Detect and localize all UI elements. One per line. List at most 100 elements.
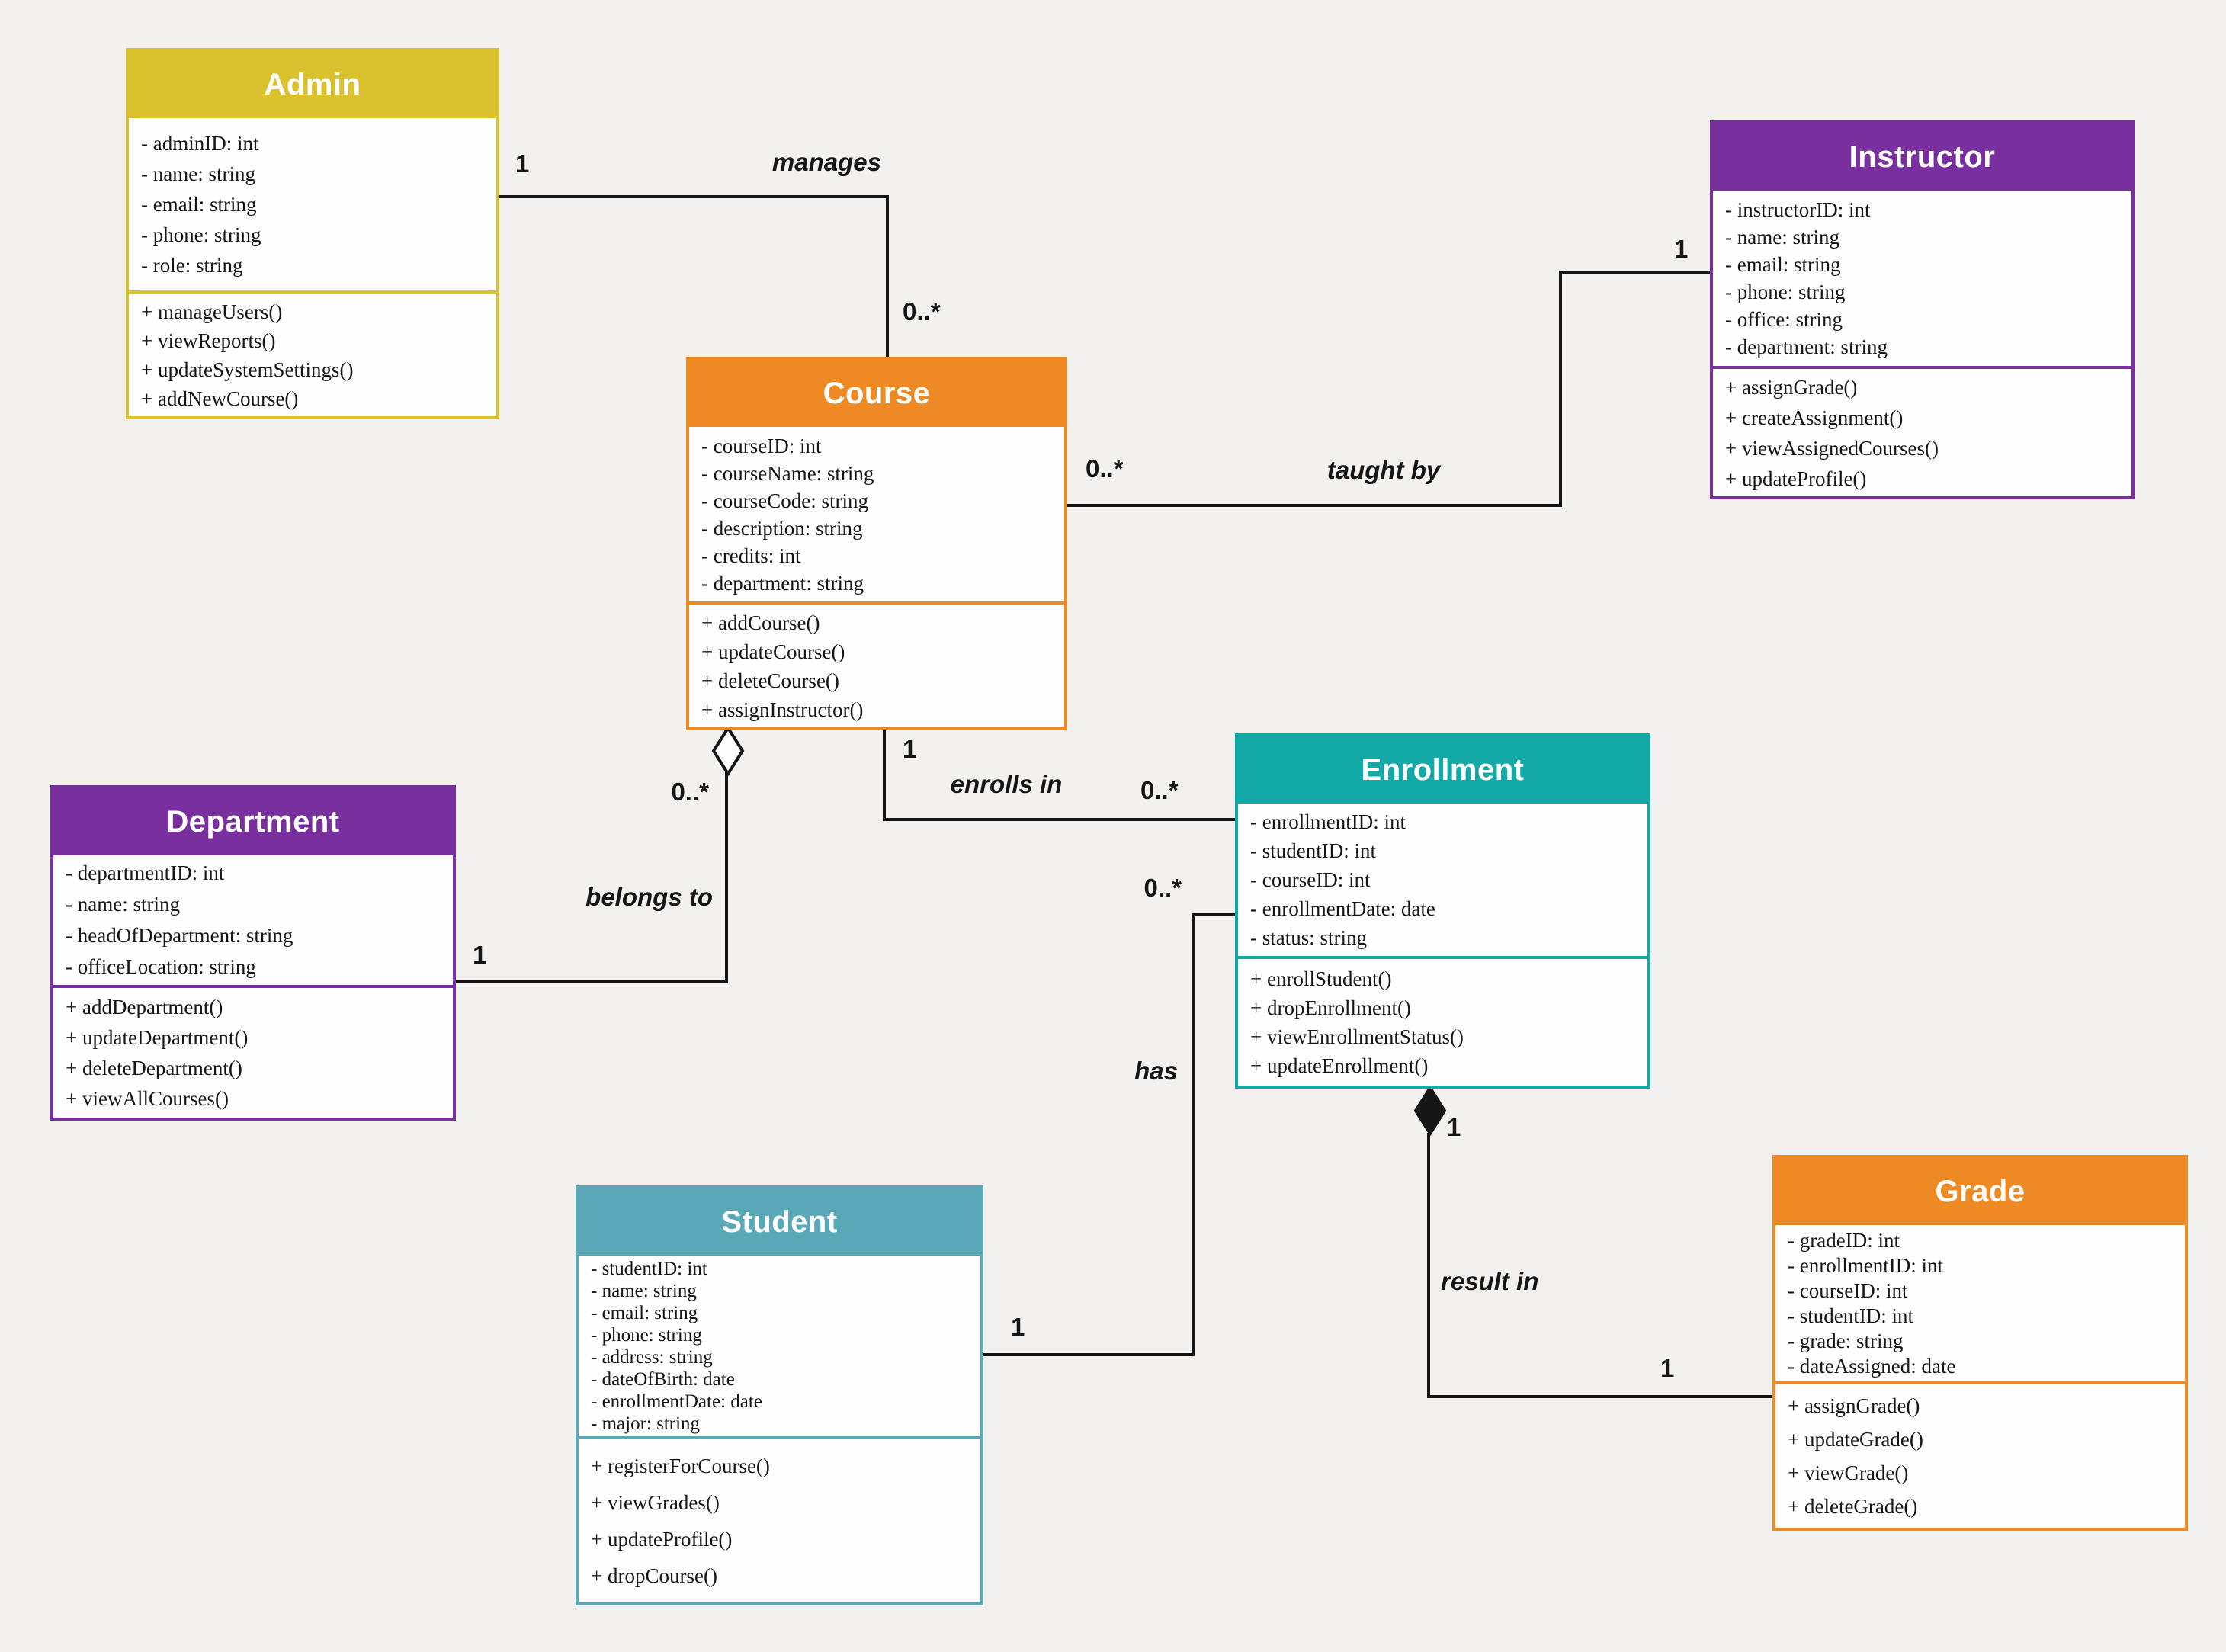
method-row: + viewGrade() [1788, 1461, 1909, 1484]
method-row: + deleteCourse() [701, 669, 839, 692]
relationship-label-taughtby: taught by [1326, 456, 1441, 484]
attribute-row: - name: string [591, 1280, 697, 1301]
attributes-section-student: - studentID: int - name: string - email:… [579, 1256, 980, 1436]
attribute-row: - credits: int [701, 544, 801, 567]
connector-taughtby-horizontal-lower [1067, 504, 1562, 507]
attribute-row: - enrollmentID: int [1250, 810, 1406, 833]
relationship-label-resultin: result in [1441, 1267, 1539, 1295]
method-row: + addCourse() [701, 611, 820, 634]
attribute-row: - adminID: int [141, 132, 259, 155]
multiplicity-enrollment-resultin: 1 [1447, 1113, 1461, 1141]
class-box-department: Department - departmentID: int - name: s… [50, 785, 456, 1121]
method-row: + deleteDepartment() [66, 1057, 242, 1079]
attribute-row: - courseID: int [701, 434, 822, 457]
methods-section-admin: + manageUsers() + viewReports() + update… [129, 290, 496, 416]
attribute-row: - name: string [66, 893, 180, 916]
relationship-label-enrollsin: enrolls in [950, 770, 1063, 798]
connector-resultin-vertical [1427, 1133, 1430, 1398]
attribute-row: - name: string [141, 162, 255, 185]
multiplicity-department-belongsto: 1 [473, 941, 487, 969]
attribute-row: - dateOfBirth: date [591, 1368, 735, 1390]
multiplicity-course-manages: 0..* [903, 297, 941, 326]
attribute-row: - enrollmentDate: date [1250, 897, 1435, 920]
attribute-row: - courseID: int [1250, 868, 1371, 891]
method-row: + viewAssignedCourses() [1725, 436, 1939, 460]
method-row: + deleteGrade() [1788, 1495, 1918, 1518]
multiplicity-course-belongsto: 0..* [671, 778, 709, 806]
method-row: + updateProfile() [1725, 467, 1867, 490]
attribute-row: - studentID: int [1788, 1304, 1913, 1327]
method-row: + dropEnrollment() [1250, 996, 1411, 1019]
class-title-admin: Admin [129, 51, 496, 118]
attribute-row: - email: string [1725, 253, 1841, 276]
relationship-label-manages: manages [771, 148, 881, 176]
connector-manages-horizontal [499, 195, 889, 198]
attribute-row: - studentID: int [1250, 839, 1376, 862]
multiplicity-enrollment-has: 0..* [1143, 874, 1182, 902]
connector-has-vertical [1192, 913, 1195, 1356]
method-row: + createAssignment() [1725, 406, 1904, 429]
class-title-grade: Grade [1775, 1158, 2185, 1225]
multiplicity-admin-manages: 1 [515, 149, 530, 178]
multiplicity-instructor-taughtby: 1 [1674, 235, 1689, 263]
attribute-row: - courseName: string [701, 461, 874, 485]
attributes-section-department: - departmentID: int - name: string - hea… [53, 855, 453, 985]
method-row: + viewEnrollmentStatus() [1250, 1025, 1464, 1048]
method-row: + manageUsers() [141, 300, 283, 323]
attributes-section-instructor: - instructorID: int - name: string - ema… [1713, 191, 2131, 366]
attribute-row: - email: string [141, 193, 257, 216]
class-box-admin: Admin - adminID: int - name: string - em… [126, 48, 499, 419]
method-row: + viewGrades() [591, 1491, 720, 1514]
attribute-row: - department: string [1725, 335, 1888, 358]
methods-section-instructor: + assignGrade() + createAssignment() + v… [1713, 366, 2131, 496]
connector-belongsto-vertical [725, 771, 728, 983]
connector-enrollsin-horizontal [883, 818, 1235, 821]
method-row: + assignGrade() [1788, 1394, 1920, 1417]
connector-has-horizontal-lower [983, 1353, 1195, 1356]
attribute-row: - courseCode: string [701, 489, 868, 512]
connector-enrollsin-vertical [883, 730, 886, 821]
attribute-row: - status: string [1250, 926, 1367, 949]
attribute-row: - email: string [591, 1302, 698, 1323]
method-row: + registerForCourse() [591, 1455, 770, 1477]
class-box-course: Course - courseID: int - courseName: str… [686, 357, 1067, 730]
method-row: + addDepartment() [66, 996, 223, 1018]
methods-section-department: + addDepartment() + updateDepartment() +… [53, 985, 453, 1118]
attribute-row: - phone: string [1725, 281, 1846, 303]
method-row: + updateSystemSettings() [141, 358, 354, 381]
attributes-section-grade: - gradeID: int - enrollmentID: int - cou… [1775, 1225, 2185, 1381]
connector-taughtby-horizontal-upper [1559, 271, 1710, 274]
method-row: + viewAllCourses() [66, 1087, 229, 1110]
multiplicity-course-enrollsin: 1 [903, 735, 917, 763]
attributes-section-enrollment: - enrollmentID: int - studentID: int - c… [1238, 804, 1647, 956]
attributes-section-admin: - adminID: int - name: string - email: s… [129, 118, 496, 290]
class-title-course: Course [689, 360, 1064, 427]
class-title-enrollment: Enrollment [1238, 736, 1647, 804]
attribute-row: - description: string [701, 516, 863, 540]
multiplicity-grade-resultin: 1 [1660, 1354, 1675, 1382]
aggregation-diamond-icon [711, 726, 745, 776]
attribute-row: - office: string [1725, 308, 1843, 331]
multiplicity-enrollment-enrollsin: 0..* [1140, 776, 1179, 804]
connector-has-horizontal-upper [1192, 913, 1235, 916]
method-row: + updateEnrollment() [1250, 1054, 1429, 1077]
multiplicity-student-has: 1 [1011, 1313, 1025, 1341]
attribute-row: - department: string [701, 571, 864, 595]
methods-section-course: + addCourse() + updateCourse() + deleteC… [689, 601, 1064, 727]
attribute-row: - enrollmentDate: date [591, 1391, 762, 1412]
attribute-row: - role: string [141, 254, 243, 277]
method-row: + enrollStudent() [1250, 967, 1392, 990]
attribute-row: - gradeID: int [1788, 1228, 1900, 1252]
attribute-row: - enrollmentID: int [1788, 1253, 1943, 1277]
method-row: + assignGrade() [1725, 375, 1858, 399]
composition-diamond-icon [1413, 1086, 1447, 1136]
method-row: + updateProfile() [591, 1528, 733, 1551]
attribute-row: - grade: string [1788, 1329, 1904, 1352]
method-row: + updateGrade() [1788, 1428, 1923, 1451]
attribute-row: - officeLocation: string [66, 955, 256, 978]
methods-section-enrollment: + enrollStudent() + dropEnrollment() + v… [1238, 956, 1647, 1086]
connector-resultin-horizontal [1427, 1395, 1772, 1398]
attribute-row: - dateAssigned: date [1788, 1354, 1956, 1378]
attributes-section-course: - courseID: int - courseName: string - c… [689, 427, 1064, 601]
relationship-label-has: has [1134, 1057, 1178, 1085]
